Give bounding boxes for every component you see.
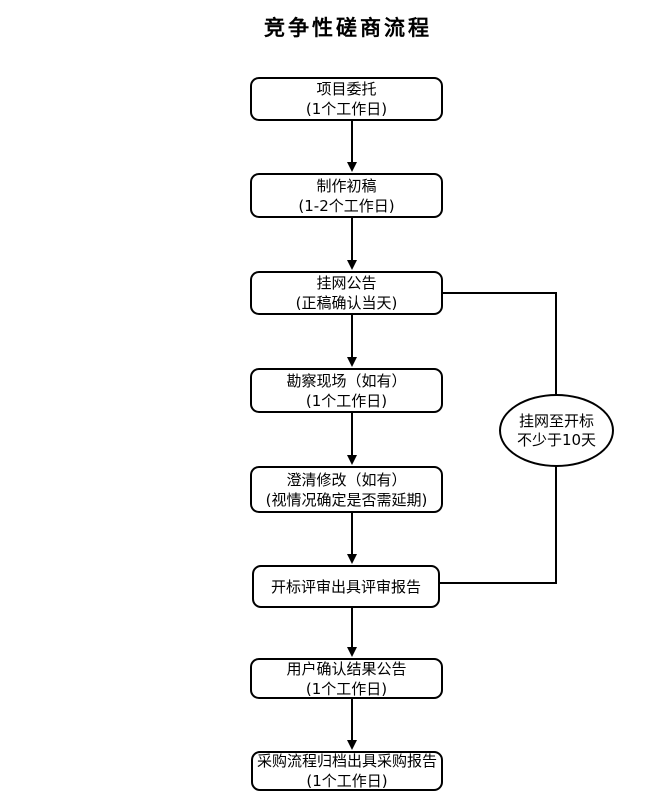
- step-label: 澄清修改（如有）: [286, 470, 407, 489]
- step-duration: (视情况确定是否需延期): [265, 490, 428, 509]
- arrow-step5-to-step6: [347, 513, 357, 564]
- arrow-step4-to-step5: [347, 413, 357, 465]
- flow-step-site-survey: 勘察现场（如有） (1个工作日): [250, 368, 443, 413]
- flow-step-bid-evaluation: 开标评审出具评审报告: [252, 565, 440, 608]
- flow-step-result-confirmation: 用户确认结果公告 (1个工作日): [250, 658, 443, 699]
- step-duration: (1-2个工作日): [298, 196, 395, 215]
- arrow-head-icon: [347, 162, 357, 172]
- step-duration: (1个工作日): [305, 391, 388, 410]
- step-label: 项目委托: [316, 80, 377, 98]
- step-duration: (1个工作日): [305, 679, 388, 698]
- annotation-line: 挂网至开标: [518, 411, 594, 430]
- arrow-head-icon: [347, 260, 357, 270]
- flow-step-online-announcement: 挂网公告 (正稿确认当天): [250, 271, 443, 315]
- step-duration: (1个工作日): [305, 100, 388, 118]
- step-label: 用户确认结果公告: [286, 659, 407, 678]
- arrow-step7-to-step8: [347, 699, 357, 750]
- step-duration: (1个工作日): [306, 772, 388, 790]
- flow-step-archive-report: 采购流程归档出具采购报告 (1个工作日): [251, 751, 443, 791]
- page-title: 竞争性磋商流程: [264, 16, 432, 40]
- step-label: 勘察现场（如有）: [286, 371, 407, 390]
- arrow-head-icon: [347, 455, 357, 465]
- arrow-step6-to-step7: [347, 608, 357, 657]
- arrow-head-icon: [347, 647, 357, 657]
- step-duration: (正稿确认当天): [295, 294, 398, 312]
- annotation-min-days-ellipse: 挂网至开标 不少于10天: [499, 394, 614, 467]
- arrow-head-icon: [347, 554, 357, 564]
- step-label: 采购流程归档出具采购报告: [256, 752, 437, 770]
- flow-step-project-entrust: 项目委托 (1个工作日): [250, 77, 443, 121]
- step-label: 开标评审出具评审报告: [270, 577, 421, 596]
- flow-step-draft-preparation: 制作初稿 (1-2个工作日): [250, 173, 443, 218]
- arrow-head-icon: [347, 740, 357, 750]
- flow-step-clarification: 澄清修改（如有） (视情况确定是否需延期): [250, 466, 443, 513]
- step-label: 制作初稿: [316, 176, 377, 195]
- arrow-head-icon: [347, 357, 357, 367]
- arrow-step2-to-step3: [347, 218, 357, 270]
- arrow-step3-to-step4: [347, 315, 357, 367]
- arrow-step1-to-step2: [347, 121, 357, 172]
- annotation-line: 不少于10天: [516, 430, 597, 449]
- step-label: 挂网公告: [316, 274, 377, 292]
